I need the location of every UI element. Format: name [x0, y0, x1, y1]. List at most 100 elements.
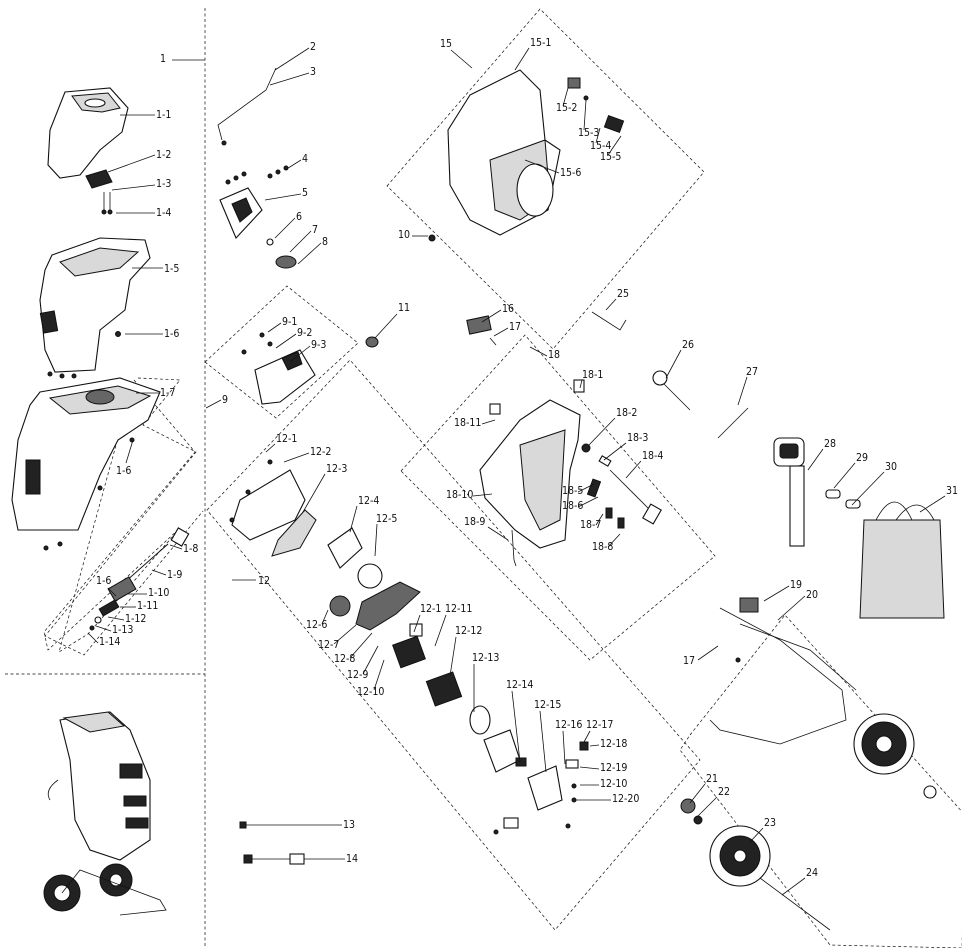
part-label-12-1b: 12-1	[420, 603, 441, 615]
leader-line-1-14	[87, 632, 99, 644]
part-label-17b: 17	[683, 655, 695, 667]
part-label-15-3: 15-3	[578, 127, 599, 139]
leader-line-18-5	[577, 483, 595, 493]
leader-line-18-6	[577, 496, 599, 508]
part-label-1-9: 1-9	[167, 569, 182, 581]
part-label-12: 12	[258, 575, 270, 587]
leader-line-15-4	[595, 127, 601, 144]
part-label-12-11: 12-11	[445, 603, 472, 615]
rod-2-3	[217, 67, 277, 146]
leader-line-12-8	[349, 632, 373, 659]
leader-line-12-14	[511, 690, 521, 763]
part-label-18-4: 18-4	[642, 450, 663, 462]
leader-line-12-6	[321, 609, 329, 625]
part-label-24: 24	[806, 867, 818, 879]
part-label-18: 18	[548, 349, 560, 361]
callout-labels: 11-11-21-31-41-51-61-71-61-81-91-61-101-…	[87, 37, 958, 896]
hopper-cap-1-1	[47, 87, 129, 179]
part-label-18-2: 18-2	[616, 407, 637, 419]
leader-line-26	[665, 349, 682, 379]
part-label-1-6a: 1-6	[164, 328, 179, 340]
part-label-18-1: 18-1	[582, 369, 603, 381]
part-label-1-6b: 1-6	[116, 465, 131, 477]
leader-line-1-3	[111, 184, 156, 191]
leader-line-7	[289, 230, 312, 253]
part-label-8: 8	[322, 236, 328, 248]
part-label-21: 21	[706, 773, 718, 785]
part-label-18-11: 18-11	[454, 417, 481, 429]
leader-line-3	[269, 72, 310, 86]
part-label-18-8: 18-8	[592, 541, 613, 553]
leader-line-15-5	[607, 135, 622, 156]
leader-line-18-11	[481, 419, 496, 425]
leader-line-18-7	[595, 513, 604, 526]
leader-line-21	[689, 783, 706, 804]
leader-line-2	[274, 47, 310, 71]
part-label-30: 30	[885, 461, 897, 473]
leader-line-18-10	[472, 493, 493, 497]
part-label-9-3: 9-3	[311, 339, 326, 351]
leader-line-12-11	[434, 614, 447, 647]
part-label-31: 31	[946, 485, 958, 497]
leader-line-5	[264, 193, 302, 201]
leader-line-12-3	[302, 473, 326, 513]
part-label-15: 15	[440, 38, 452, 50]
switch-16-17	[466, 315, 497, 346]
leader-line-15	[450, 49, 473, 69]
leader-line-18-2	[587, 417, 616, 447]
leader-line-12-1b	[413, 614, 421, 633]
part-label-12-3: 12-3	[326, 463, 347, 475]
clip-29	[825, 489, 841, 499]
leader-line-9-3	[289, 345, 311, 363]
part-label-1-1: 1-1	[156, 109, 171, 121]
part-label-10: 10	[398, 229, 410, 241]
part-label-18-10: 18-10	[446, 489, 473, 501]
leader-line-12-19	[579, 766, 600, 770]
leader-line-19	[763, 585, 790, 602]
part-label-1-4: 1-4	[156, 207, 171, 219]
part-label-12-17: 12-17	[586, 719, 613, 731]
part-label-12-10a: 12-10	[357, 686, 384, 698]
part-label-1-13: 1-13	[112, 624, 133, 636]
part-label-12-9: 12-9	[347, 669, 368, 681]
frame-20	[709, 597, 857, 745]
leader-line-6	[274, 217, 296, 239]
part-label-5: 5	[302, 187, 308, 199]
part-label-2: 2	[310, 41, 316, 53]
lower-housing-1-7	[11, 377, 161, 551]
leader-line-12-7	[333, 624, 357, 645]
part-label-15-1: 15-1	[530, 37, 551, 49]
part-label-13: 13	[343, 819, 355, 831]
part-label-15-4: 15-4	[590, 140, 611, 152]
part-label-9: 9	[222, 394, 228, 406]
leader-line-29	[833, 462, 856, 489]
leader-line-12-2	[283, 452, 310, 463]
part-label-1-8: 1-8	[183, 543, 198, 555]
part-label-12-5: 12-5	[376, 513, 397, 525]
part-label-28: 28	[824, 438, 836, 450]
leader-line-1-6b	[125, 439, 134, 464]
leader-line-23	[749, 827, 764, 843]
leader-line-31	[919, 495, 946, 513]
part-label-12-20: 12-20	[612, 793, 639, 805]
part-label-18-7: 18-7	[580, 519, 601, 531]
group-boxes	[43, 8, 962, 948]
leader-line-18-4	[625, 460, 642, 479]
part-label-6: 6	[296, 211, 302, 223]
leader-line-9-2	[275, 333, 297, 349]
leader-line-18-9	[487, 526, 509, 541]
part-label-12-10b: 12-10	[600, 778, 627, 790]
leader-line-12-10a	[373, 659, 385, 691]
part-label-1-12: 1-12	[125, 613, 146, 625]
leader-line-28	[807, 448, 824, 471]
leader-line-12-17	[583, 730, 591, 743]
leader-line-18-1	[579, 379, 583, 389]
leader-line-1-6c	[107, 587, 117, 597]
part-label-1-11: 1-11	[137, 600, 158, 612]
part-label-9-2: 9-2	[297, 327, 312, 339]
leader-line-1-13	[95, 625, 112, 632]
part-label-1-7: 1-7	[160, 387, 175, 399]
part-label-22: 22	[718, 786, 730, 798]
leader-line-24	[781, 877, 806, 896]
part-label-17a: 17	[509, 321, 521, 333]
